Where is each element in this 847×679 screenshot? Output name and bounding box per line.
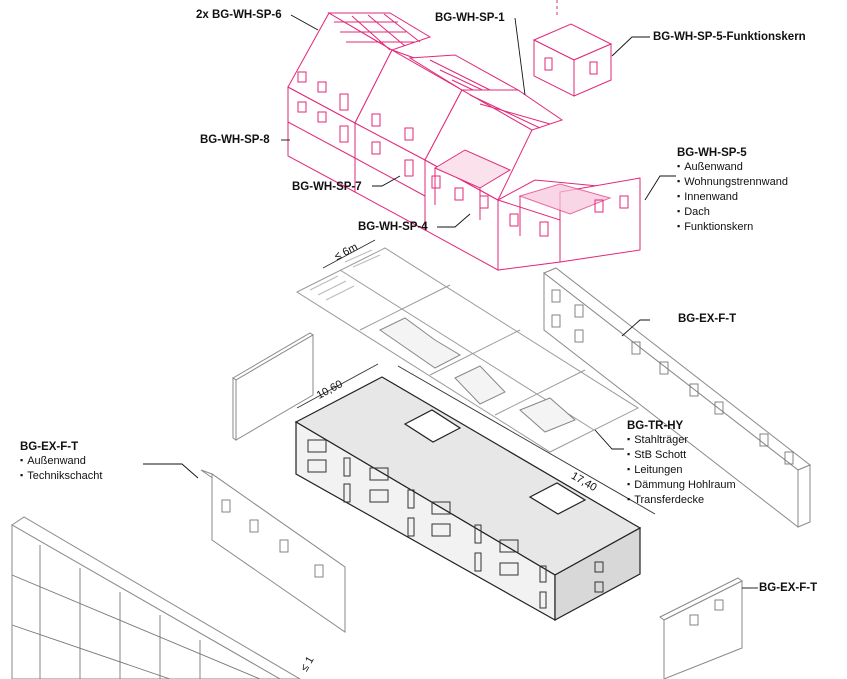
module-sp5	[496, 177, 641, 271]
sp5-item: Innenwand	[677, 190, 788, 205]
module-sp1	[354, 49, 525, 231]
sp5-item: Funktionskern	[677, 220, 788, 235]
tr-hy-item: Leitungen	[627, 463, 736, 478]
sp5-item: Außenwand	[677, 160, 788, 175]
label-sp5-funktionskern: BG-WH-SP-5-Funktionskern	[653, 31, 806, 43]
module-sp7	[424, 89, 564, 271]
label-sp5-title: BG-WH-SP-5	[677, 147, 747, 159]
dimension-lines	[296, 239, 656, 515]
label-tr-hy-title: BG-TR-HY	[627, 420, 684, 432]
module-funktionskern	[532, 0, 613, 97]
tr-hy-item: Dämmung Hohlraum	[627, 478, 735, 493]
module-sp6	[287, 12, 432, 193]
label-sp7: BG-WH-SP-7	[292, 181, 362, 193]
label-ex-right: BG-EX-F-T	[759, 582, 818, 594]
label-tr-hy-block: BG-TR-HY Stahlträger StB Schott Leitunge…	[627, 419, 736, 508]
label-ex-top: BG-EX-F-T	[678, 313, 737, 325]
ex-left-component-list: Außenwand Technikschacht	[20, 454, 102, 484]
transfer-box	[294, 376, 642, 622]
label-sp6: 2x BG-WH-SP-6	[196, 9, 282, 21]
tr-hy-component-list: Stahlträger StB Schott Leitungen Dämmung…	[627, 433, 736, 508]
facade-windows	[11, 289, 794, 679]
pink-modules-group	[287, 0, 641, 271]
ex-left-item: Technikschacht	[20, 469, 102, 484]
sp5-component-list: Außenwand Wohnungstrennwand Innenwand Da…	[677, 160, 788, 235]
tr-hy-item: StB Schott	[627, 448, 736, 463]
floor-slab-group	[295, 247, 640, 453]
label-sp4: BG-WH-SP-4	[358, 221, 428, 233]
label-ex-left-block: BG-EX-F-T Außenwand Technikschacht	[20, 440, 102, 484]
ex-left-item: Außenwand	[20, 454, 102, 469]
label-sp5-block: BG-WH-SP-5 Außenwand Wohnungstrennwand I…	[677, 146, 788, 235]
sp5-item: Wohnungstrennwand	[677, 175, 788, 190]
tr-hy-item: Stahlträger	[627, 433, 736, 448]
leader-lines	[143, 14, 758, 589]
label-ex-left-title: BG-EX-F-T	[20, 441, 79, 453]
label-sp8: BG-WH-SP-8	[200, 134, 270, 146]
label-sp1: BG-WH-SP-1	[435, 12, 505, 24]
sp5-item: Dach	[677, 205, 788, 220]
tr-hy-item: Transferdecke	[627, 493, 736, 508]
